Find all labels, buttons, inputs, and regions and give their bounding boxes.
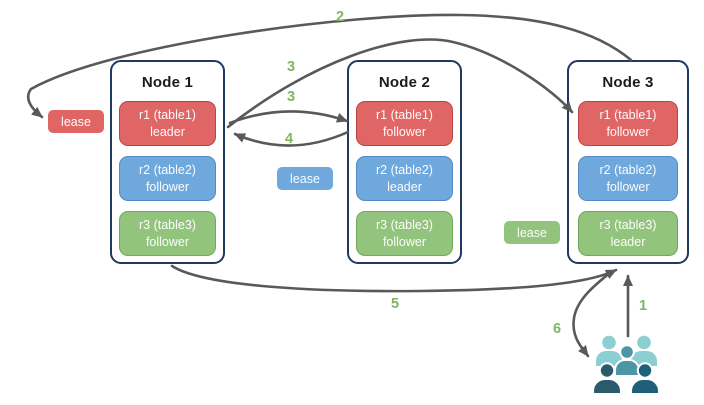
person-icon	[631, 335, 657, 366]
node3-r2-follower: r2 (table2) follower	[578, 156, 678, 201]
step-label-2: 2	[335, 9, 345, 25]
replica-label-line1: r1 (table1)	[139, 108, 196, 122]
node2-box: Node 2 r1 (table1) follower r2 (table2) …	[347, 60, 462, 264]
node1-r2-follower: r2 (table2) follower	[119, 156, 216, 201]
step-label-5: 5	[390, 296, 400, 312]
person-icon	[592, 362, 622, 395]
replica-label-line2: follower	[606, 179, 650, 194]
replica-label-line1: r3 (table3)	[599, 218, 657, 232]
user-group-icon	[592, 335, 660, 395]
node1-title: Node 1	[141, 74, 194, 91]
replica-label-line2: leader	[610, 234, 646, 249]
node1-r1-leader: r1 (table1) leader	[119, 101, 216, 146]
node3-r1-follower: r1 (table1) follower	[578, 101, 678, 146]
lease-tag-blue: lease	[277, 167, 333, 190]
replica-label-line2: follower	[382, 124, 427, 139]
node3-box: Node 3 r1 (table1) follower r2 (table2) …	[567, 60, 689, 264]
replica-label-line2: follower	[382, 234, 427, 249]
replica-label-line2: follower	[145, 179, 190, 194]
step-label-1: 1	[638, 298, 648, 314]
node3-r3-leader: r3 (table3) leader	[578, 211, 678, 256]
person-icon	[630, 362, 660, 395]
step-label-4: 4	[284, 131, 294, 147]
node2-title: Node 2	[378, 74, 431, 91]
arrow-step-6	[572, 270, 613, 358]
replica-label-line1: r3 (table3)	[376, 218, 433, 232]
replica-label-line1: r1 (table1)	[599, 108, 657, 122]
node2-r2-leader: r2 (table2) leader	[356, 156, 453, 201]
node1-r3-follower: r3 (table3) follower	[119, 211, 216, 256]
replica-label-line2: leader	[150, 124, 185, 139]
lease-tag-red: lease	[48, 110, 104, 133]
node2-r3-follower: r3 (table3) follower	[356, 211, 453, 256]
replica-label-line2: follower	[145, 234, 190, 249]
node3-title: Node 3	[602, 74, 654, 91]
replica-label-line1: r2 (table2)	[376, 163, 433, 177]
replica-label-line2: follower	[606, 124, 650, 139]
step-label-3a: 3	[286, 59, 296, 75]
replica-label-line1: r2 (table2)	[139, 163, 196, 177]
step-label-3b: 3	[286, 89, 296, 105]
lease-tag-green: lease	[504, 221, 560, 244]
replica-label-line1: r3 (table3)	[139, 218, 196, 232]
node2-r1-follower: r1 (table1) follower	[356, 101, 453, 146]
replica-label-line1: r2 (table2)	[599, 163, 657, 177]
arrow-step-3-to-node2	[228, 110, 349, 125]
person-icon	[596, 335, 622, 366]
node1-box: Node 1 r1 (table1) leader r2 (table2) fo…	[110, 60, 225, 264]
step-label-6: 6	[552, 321, 562, 337]
person-icon	[614, 344, 640, 377]
arrow-step-5	[170, 264, 618, 293]
replica-label-line2: leader	[387, 179, 422, 194]
replica-label-line1: r1 (table1)	[376, 108, 433, 122]
